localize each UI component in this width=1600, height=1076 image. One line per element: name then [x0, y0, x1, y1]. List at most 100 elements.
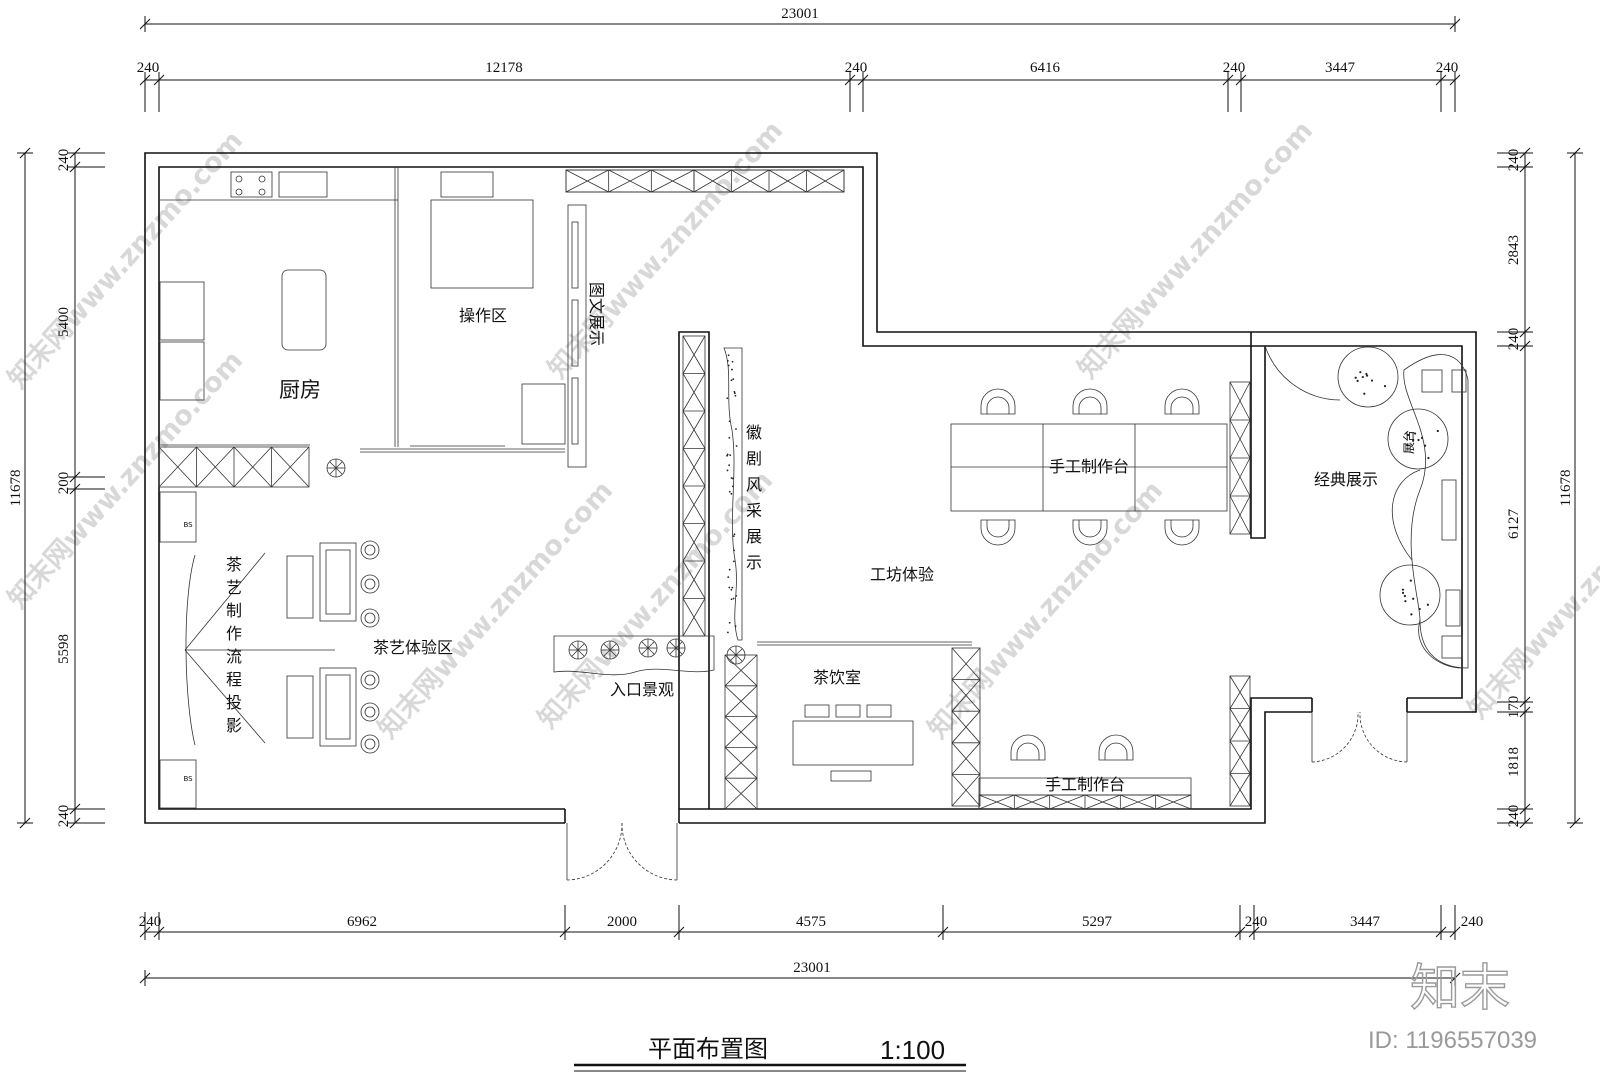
- hatched-shelving: [158, 169, 1251, 810]
- stool-icon: [360, 574, 380, 594]
- dim-bottom-seg: 240: [139, 914, 162, 930]
- speckle: [1365, 372, 1368, 376]
- display-stand-label: 展台: [1401, 430, 1416, 454]
- dim-bottom-seg: 240: [1461, 914, 1484, 930]
- chair-icon: [1098, 734, 1134, 761]
- plant-icon: [326, 458, 346, 478]
- exterior-walls: [144, 152, 1477, 824]
- speckle: [1413, 432, 1417, 435]
- opera-char: 剧: [746, 449, 762, 468]
- watermark-text: 知末网www.znzmo.com: [542, 115, 789, 384]
- right-dimensions: 11678 240 2843 240 6127 170 1818 2: [1497, 147, 1583, 829]
- proj-char: 艺: [226, 578, 242, 597]
- dim-bottom-total: 23001: [793, 960, 831, 976]
- dim-left-seg: 200: [56, 472, 72, 495]
- dim-top-seg: 240: [845, 60, 868, 76]
- dim-bottom-seg: 6962: [347, 914, 377, 930]
- watermark-text: 知末网www.znzmo.com: [1072, 115, 1319, 384]
- brand-logo: 知末: [1410, 959, 1510, 1017]
- speckle: [727, 576, 730, 578]
- drawing-scale: 1:100: [880, 1035, 945, 1065]
- room-label-handcraft-bottom: 手工制作台: [1045, 775, 1125, 794]
- speckle: [727, 364, 730, 367]
- plant-icon: [726, 645, 746, 665]
- room-label-tea-room: 茶饮室: [813, 668, 861, 687]
- speckle: [1404, 600, 1407, 603]
- speckle: [1418, 607, 1421, 611]
- speckle: [733, 533, 736, 536]
- hatched-cabinet: [978, 794, 1192, 810]
- speckle: [726, 397, 729, 400]
- speckle: [733, 391, 736, 393]
- tea-experience-area: BS BS 茶 艺 制 作 流 程 投 影 茶艺体验区: [159, 491, 453, 809]
- speckle: [1406, 443, 1409, 446]
- speckle: [1361, 375, 1364, 379]
- stool-icon: [360, 608, 380, 628]
- dim-right-seg: 240: [1506, 149, 1522, 172]
- dim-left-seg: 5400: [56, 307, 72, 337]
- speckle: [1426, 603, 1429, 606]
- hatched-cabinet: [682, 335, 706, 637]
- dim-left-seg: 240: [56, 805, 72, 828]
- hatched-cabinet: [158, 446, 310, 488]
- entrance-landscape: 入口景观: [326, 458, 746, 699]
- drawing-title-block: 平面布置图 1:100: [574, 1035, 966, 1072]
- interior-walls: [159, 167, 1266, 809]
- proj-char: 制: [226, 601, 242, 620]
- plant-icon: [600, 640, 620, 660]
- speckle: [730, 588, 733, 591]
- chair-icon: [980, 388, 1016, 415]
- dim-left-total: 11678: [8, 470, 24, 507]
- speckle: [731, 485, 734, 488]
- speckle: [731, 586, 734, 589]
- speckle: [1417, 438, 1420, 442]
- opera-char: 示: [746, 553, 762, 572]
- kitchen-furniture: 厨房 操作区: [159, 171, 566, 445]
- room-label-graphic-display: 图文展示: [587, 282, 606, 346]
- watermark-text: 知末网www.znzmo.com: [1462, 455, 1600, 724]
- top-dimensions: 23001 240 12178 240 6416 240 3447: [137, 6, 1461, 112]
- speckle: [730, 598, 733, 601]
- room-label-workshop: 工坊体验: [870, 565, 934, 584]
- proj-char: 投: [226, 693, 242, 712]
- dim-right-seg: 2843: [1506, 235, 1522, 265]
- speckle: [726, 631, 729, 634]
- proj-char: 流: [226, 647, 242, 666]
- speckle: [734, 392, 736, 395]
- speckle: [728, 490, 731, 493]
- opera-char: 采: [746, 501, 762, 520]
- dim-bottom-seg: 2000: [607, 914, 637, 930]
- speckle: [1436, 429, 1439, 433]
- stool-icon: [360, 540, 380, 560]
- dim-left-seg: 240: [56, 149, 72, 172]
- watermark-text: 知末网www.znzmo.com: [2, 345, 249, 614]
- entrance-door: [566, 822, 678, 881]
- speckle: [726, 469, 729, 472]
- opera-char: 展: [746, 527, 762, 546]
- chair-icon: [1072, 519, 1108, 546]
- proj-char: 程: [226, 670, 242, 689]
- brand-watermark: 知末 ID: 1196557039: [1368, 958, 1537, 1054]
- speckle: [1412, 597, 1415, 600]
- dim-left-seg: 5598: [56, 634, 72, 664]
- bs-label: BS: [183, 775, 193, 783]
- opera-char: 风: [746, 475, 762, 494]
- chair-icon: [1164, 519, 1200, 546]
- speckle: [1365, 374, 1369, 377]
- speckle: [728, 586, 731, 589]
- dim-bottom-seg: 5297: [1082, 914, 1113, 930]
- plant-icon: [638, 638, 658, 658]
- stool-icon: [360, 734, 380, 754]
- opera-char: 徽: [746, 423, 762, 442]
- dim-right-seg: 240: [1506, 328, 1522, 351]
- speckle: [728, 568, 731, 571]
- bs-label: BS: [183, 521, 193, 529]
- speckle: [1410, 613, 1413, 616]
- tea-room: 茶饮室: [757, 641, 972, 782]
- speckle: [731, 360, 734, 363]
- drawing-title: 平面布置图: [648, 1035, 768, 1063]
- stool-icon: [360, 670, 380, 690]
- speckle: [730, 379, 733, 382]
- speckle: [1423, 444, 1427, 447]
